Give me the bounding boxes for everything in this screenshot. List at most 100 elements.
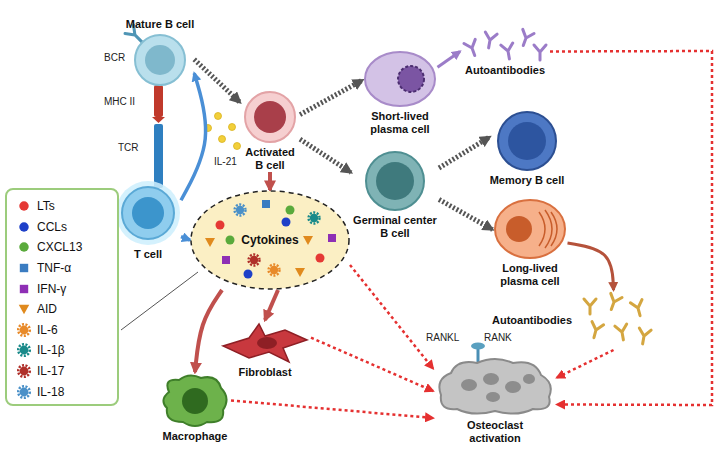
connector-arrow — [439, 137, 490, 168]
drawing-part — [328, 234, 336, 242]
drawing-part — [505, 381, 521, 393]
memory-cell: Memory B cell — [490, 110, 565, 187]
drawing-part — [249, 255, 260, 266]
drawing-part — [615, 324, 629, 341]
mature-b-cell-shape — [133, 33, 187, 87]
drawing-part — [18, 324, 30, 336]
drawing-part — [282, 218, 291, 227]
drawing-part — [191, 191, 349, 289]
macrophage-cell-shape — [159, 372, 231, 428]
drawing-part — [483, 373, 499, 385]
drawing-part — [222, 256, 230, 264]
macrophage-cell: Macrophage — [159, 372, 231, 443]
connector-arrow — [438, 52, 461, 68]
drawing-part — [269, 265, 280, 276]
drawing-part — [534, 45, 546, 60]
mature-b-cell: Mature B cell — [126, 18, 194, 87]
activated-b-cell: Activated B cell — [240, 90, 300, 172]
drawing-part — [606, 293, 622, 311]
swatch-shape — [19, 305, 30, 314]
legend-text: AID — [37, 302, 57, 316]
activated-b-cell-shape — [243, 90, 297, 144]
legend-row: IL-1β — [17, 340, 117, 361]
connector-arrow — [195, 290, 222, 372]
antibody-cluster-shape — [460, 26, 550, 62]
antibody-cluster: Autoantibodies — [492, 290, 654, 350]
plasma-cell: Long-lived plasma cell — [493, 198, 568, 288]
legend-text: CCLs — [37, 220, 67, 234]
legend-text: IL-17 — [37, 364, 64, 378]
legend-text: CXCL13 — [37, 240, 82, 254]
connector-arrow — [568, 243, 614, 290]
drawing-part — [18, 365, 30, 377]
swatch-shape — [19, 202, 28, 211]
part-label: IL-21 — [214, 156, 237, 168]
drawing-part — [637, 328, 651, 345]
drawing-part — [262, 200, 270, 208]
cell-label: Mature B cell — [126, 18, 194, 31]
legend-row: IL-6 — [17, 320, 117, 341]
drawing-part — [229, 124, 236, 131]
drawing-part — [506, 216, 532, 242]
germinal-center-cell-shape — [364, 150, 426, 212]
part-label: MHC II — [104, 96, 135, 108]
swatch-shape — [20, 367, 29, 376]
legend-leader — [121, 272, 198, 330]
drawing-part — [18, 386, 30, 398]
drawing-part — [508, 122, 546, 160]
drawing-part — [584, 299, 596, 314]
part-label: RANKL — [426, 332, 459, 344]
drawing-part — [122, 187, 174, 239]
legend-swatch — [17, 385, 31, 399]
cell-label: Cytokines — [241, 233, 298, 247]
legend-row: TNF-α — [17, 258, 117, 279]
cell-label: Autoantibodies — [492, 314, 572, 327]
mhc-receptor — [154, 85, 163, 117]
drawing-part — [584, 299, 596, 314]
legend-swatch — [17, 302, 31, 316]
drawing-part — [135, 35, 185, 85]
drawing-part — [501, 43, 515, 60]
drawing-part — [219, 136, 226, 143]
cell-label: Autoantibodies — [465, 64, 545, 77]
drawing-part — [270, 266, 278, 274]
drawing-part — [376, 162, 414, 200]
legend-text: IL-6 — [37, 323, 58, 337]
swatch-shape — [20, 346, 29, 355]
t-cell-shape — [115, 180, 181, 246]
legend-row: IFN-γ — [17, 278, 117, 299]
connector-arrow — [550, 51, 712, 405]
drawing-part — [132, 197, 164, 229]
drawing-part — [498, 112, 556, 170]
mhc-tip — [152, 117, 165, 123]
cell-label: Macrophage — [163, 430, 228, 443]
drawing-part — [309, 213, 320, 224]
legend-swatch — [17, 282, 31, 296]
swatch-shape — [20, 264, 28, 272]
drawing-part — [295, 268, 305, 277]
osteoclast-cell-shape — [433, 355, 557, 417]
cell-label: Germinal center B cell — [351, 214, 439, 240]
fibroblast-cell-shape — [219, 320, 311, 364]
drawing-part — [637, 328, 651, 345]
legend-swatch — [17, 343, 31, 357]
drawing-part — [310, 214, 318, 222]
swatch-shape — [20, 284, 28, 292]
drawing-part — [226, 236, 235, 245]
drawing-part — [461, 379, 477, 391]
drawing-part — [439, 359, 550, 414]
part-label: RANK — [484, 332, 512, 344]
connector-arrow — [311, 338, 433, 391]
connector-arrow — [439, 200, 493, 230]
legend-text: LTs — [37, 199, 55, 213]
drawing-part — [145, 45, 175, 75]
legend-row: CXCL13 — [17, 237, 117, 258]
drawing-part — [539, 210, 557, 248]
drawing-part — [523, 374, 535, 384]
drawing-part — [245, 92, 295, 142]
osteoclast-cell: Osteoclast activation — [433, 355, 557, 445]
part-label: BCR — [104, 52, 125, 64]
legend-box: LTsCCLsCXCL13TNF-αIFN-γAID IL-6IL-1βIL-17… — [5, 188, 119, 406]
memory-cell-shape — [496, 110, 558, 172]
